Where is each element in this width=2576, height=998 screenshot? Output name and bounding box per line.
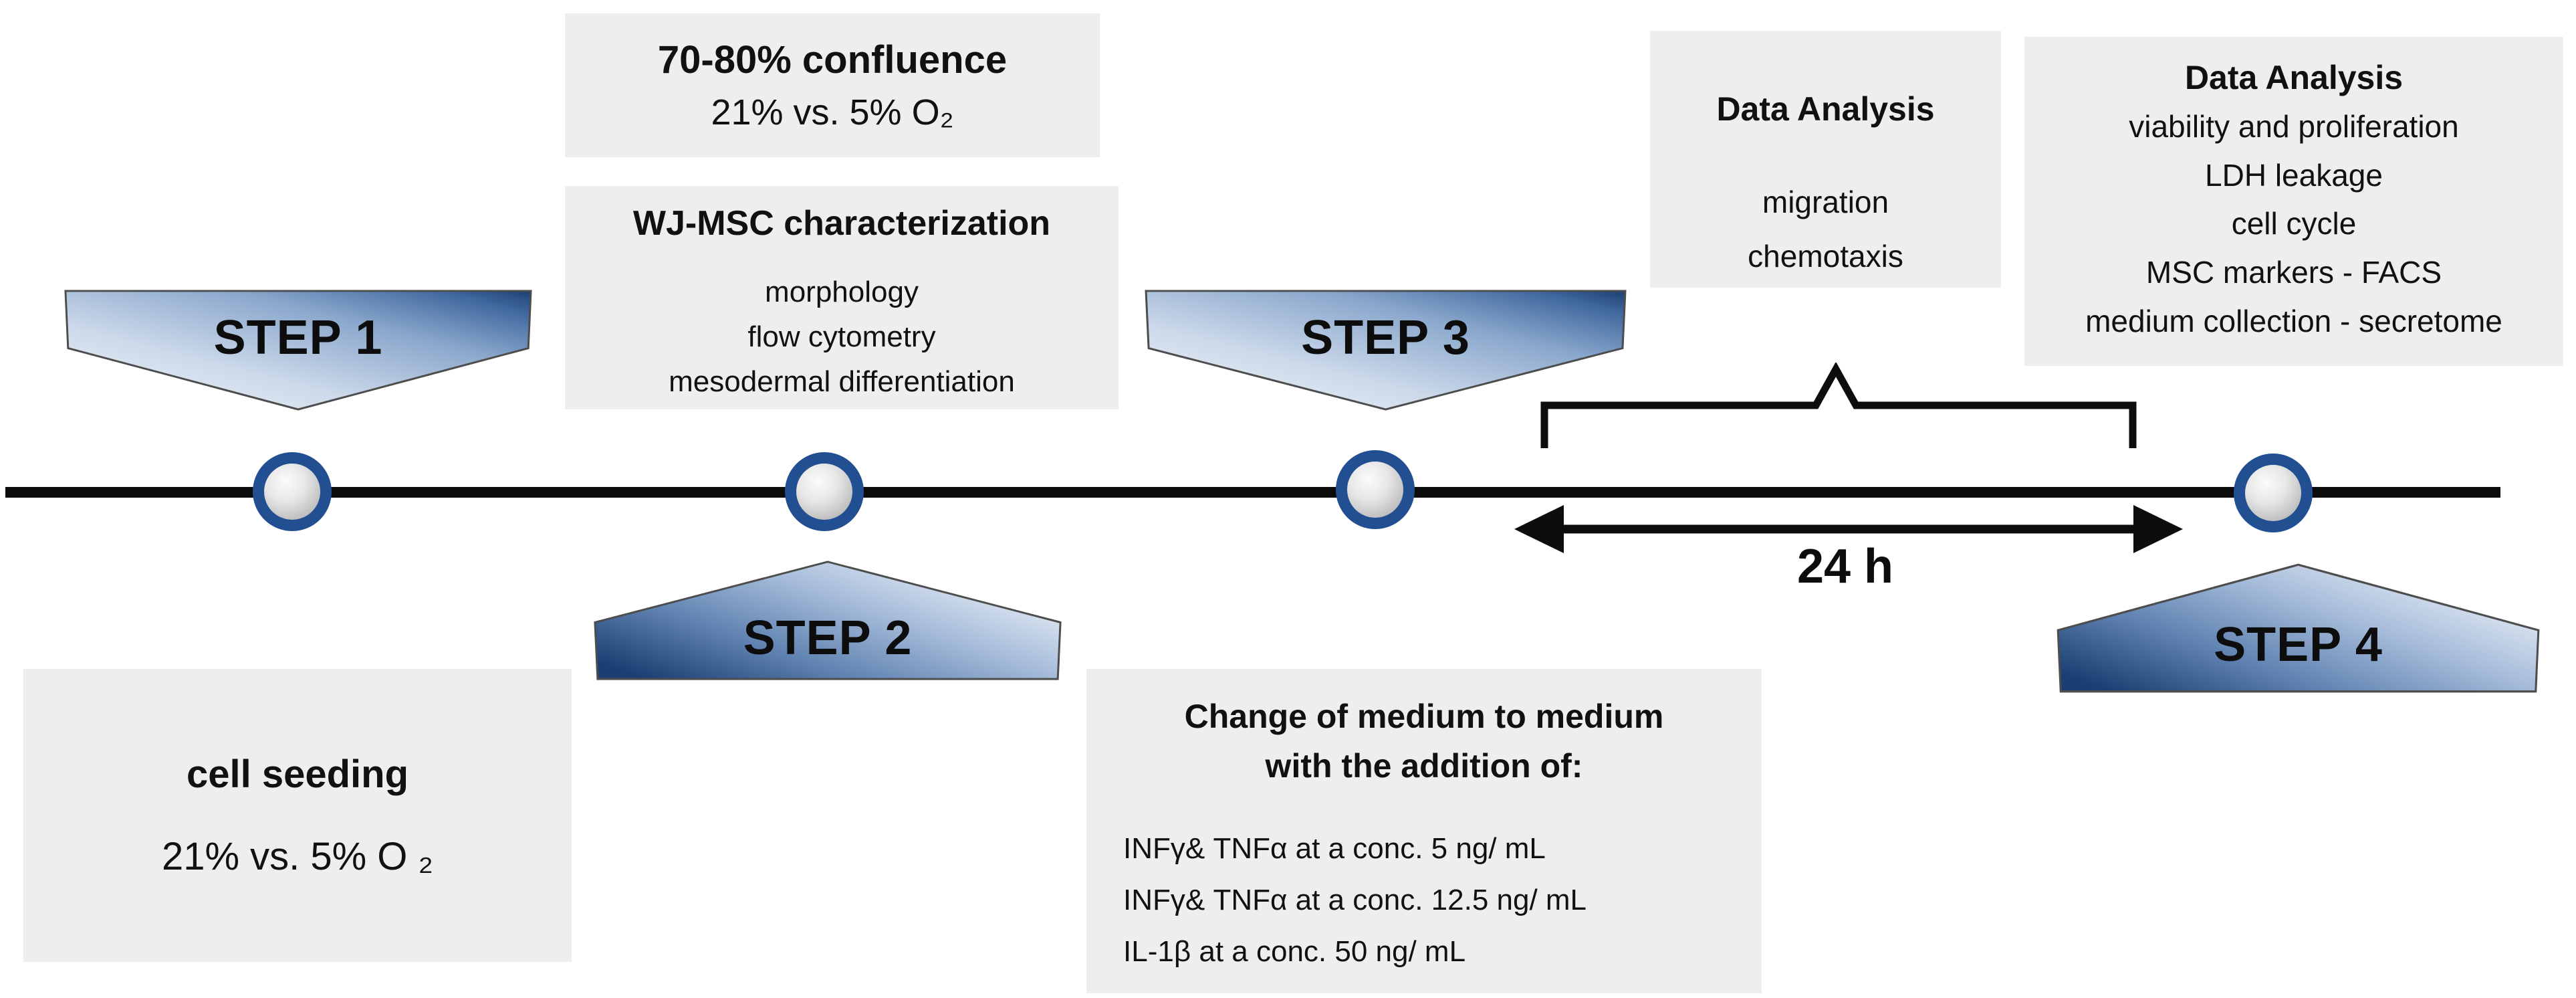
characterization-title: WJ-MSC characterization	[632, 204, 1051, 243]
timeline-axis	[5, 487, 2500, 498]
confluence-box: 70-80% confluence 21% vs. 5% O₂	[565, 13, 1100, 157]
data-analysis-right-item: cell cycle	[2231, 206, 2357, 241]
arrowhead-left	[1514, 505, 1564, 553]
data-analysis-right-box: Data Analysis viability and proliferatio…	[2024, 37, 2563, 366]
data-analysis-right-title: Data Analysis	[2184, 59, 2404, 96]
step-2-label: STEP 2	[743, 611, 913, 665]
step-3-banner-shape	[1145, 290, 1627, 411]
medium-change-title-line2: with the addition of:	[1265, 747, 1583, 785]
step-4-banner: STEP 4	[2053, 561, 2544, 695]
duration-label: 24 h	[1796, 540, 1894, 593]
confluence-subtitle: 21% vs. 5% O₂	[711, 92, 954, 132]
data-analysis-right-item: MSC markers - FACS	[2145, 255, 2442, 290]
step-1-label: STEP 1	[213, 310, 383, 365]
data-analysis-mid-title: Data Analysis	[1716, 90, 1935, 128]
medium-change-item: INFγ& TNFα at a conc. 12.5 ng/ mL	[1123, 884, 1587, 916]
duration-arrow	[1514, 505, 2183, 553]
data-analysis-right-item: viability and proliferation	[2129, 109, 2459, 144]
cell-seeding-subtitle: 21% vs. 5% O ₂	[161, 835, 434, 878]
step-1-banner-shape	[64, 290, 532, 411]
step-3-label: STEP 3	[1301, 310, 1470, 365]
characterization-item: mesodermal differentiation	[669, 365, 1015, 398]
medium-change-title-line1: Change of medium to medium	[1184, 698, 1664, 735]
confluence-title: 70-80% confluence	[657, 38, 1008, 82]
timeline-node-step2	[785, 452, 864, 531]
arrowhead-right	[2133, 505, 2183, 553]
characterization-box: WJ-MSC characterization morphology flow …	[565, 186, 1119, 409]
step-3-banner: STEP 3	[1143, 288, 1628, 413]
medium-change-item: IL-1β at a conc. 50 ng/ mL	[1123, 935, 1466, 968]
step-4-label: STEP 4	[2214, 618, 2383, 672]
characterization-item: morphology	[765, 276, 919, 308]
characterization-item: flow cytometry	[747, 320, 936, 353]
cell-seeding-title: cell seeding	[186, 753, 409, 796]
timeline-node-step4	[2234, 454, 2313, 532]
step-2-banner: STEP 2	[590, 559, 1066, 682]
data-analysis-right-item: medium collection - secretome	[2085, 303, 2502, 338]
medium-change-box: Change of medium to medium with the addi…	[1086, 669, 1762, 993]
step-2-banner-shape	[594, 561, 1062, 680]
data-analysis-mid-box: Data Analysis migration chemotaxis	[1650, 31, 2001, 288]
data-analysis-right-item: LDH leakage	[2205, 157, 2383, 193]
timeline-node-step1	[253, 452, 332, 531]
step-1-banner: STEP 1	[63, 288, 534, 413]
timeline-node-step3	[1336, 450, 1415, 529]
data-analysis-mid-item: chemotaxis	[1748, 238, 1903, 274]
interval-brace	[1540, 363, 2137, 448]
data-analysis-mid-item: migration	[1762, 185, 1889, 219]
cell-seeding-box: cell seeding 21% vs. 5% O ₂	[23, 669, 572, 962]
step-4-banner-shape	[2057, 563, 2540, 693]
medium-change-item: INFγ& TNFα at a conc. 5 ng/ mL	[1123, 832, 1546, 865]
